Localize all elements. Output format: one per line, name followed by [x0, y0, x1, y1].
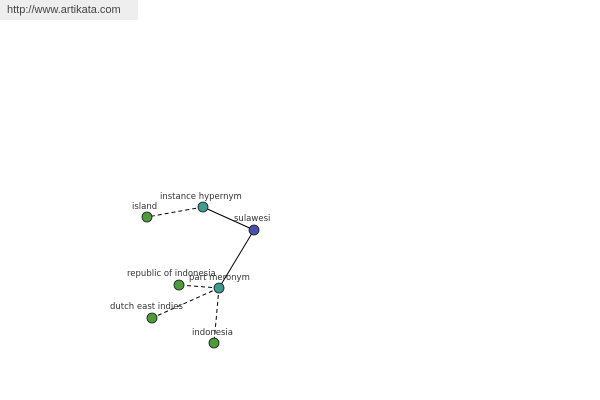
- site-link[interactable]: http://www.artikata.com: [0, 0, 138, 20]
- edge-instance-hypernym-to-island: [146, 206, 204, 218]
- graph-nodes: [141, 201, 260, 349]
- node-label-sulawesi[interactable]: sulawesi: [234, 214, 270, 224]
- node-label-island[interactable]: island: [132, 202, 157, 212]
- node-label-part-meronym[interactable]: part meronym: [189, 273, 250, 283]
- node-label-republic-of-indonesia[interactable]: republic of indonesia: [127, 269, 216, 279]
- node-indonesia[interactable]: [208, 337, 220, 349]
- edge-part-meronym-to-dutch-east-indies: [151, 287, 220, 319]
- node-label-dutch-east-indies[interactable]: dutch east indies: [110, 302, 184, 312]
- node-sulawesi[interactable]: [248, 224, 260, 236]
- node-label-instance-hypernym[interactable]: instance hypernym: [160, 192, 242, 202]
- edge-sulawesi-to-instance-hypernym: [202, 206, 255, 231]
- edge-part-meronym-to-indonesia: [213, 287, 220, 344]
- node-republic-of-indonesia[interactable]: [173, 279, 185, 291]
- graph-edges: [146, 206, 255, 344]
- node-instance-hypernym[interactable]: [197, 201, 209, 213]
- edge-sulawesi-to-part-meronym: [218, 229, 255, 289]
- edge-part-meronym-to-republic-of-indonesia: [178, 284, 220, 289]
- node-part-meronym[interactable]: [213, 282, 225, 294]
- node-island[interactable]: [141, 211, 153, 223]
- node-dutch-east-indies[interactable]: [146, 312, 158, 324]
- node-label-indonesia[interactable]: indonesia: [192, 328, 233, 338]
